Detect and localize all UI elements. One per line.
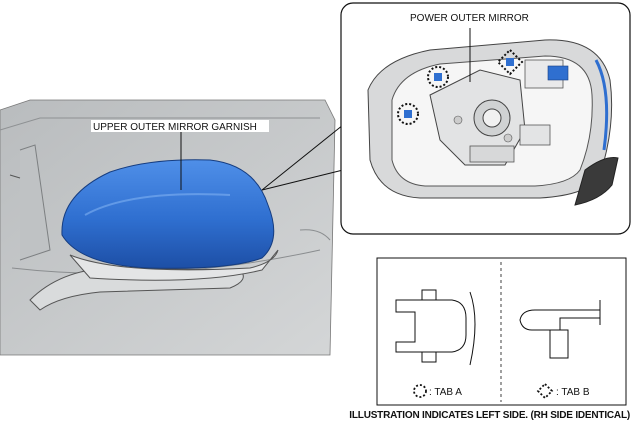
legend-tab-a-text: : TAB A bbox=[429, 387, 462, 398]
callout-lines bbox=[261, 124, 344, 191]
dotted-diamond-icon bbox=[536, 382, 554, 400]
tab-b-marker bbox=[496, 48, 524, 76]
power-outer-mirror-panel bbox=[340, 2, 631, 235]
label-power-outer-mirror: POWER OUTER MIRROR bbox=[410, 13, 529, 24]
tab-a-legend: : TAB A bbox=[413, 384, 462, 398]
dotted-circle-icon bbox=[413, 384, 427, 398]
tab-b-section bbox=[519, 300, 601, 359]
mirror-actuator bbox=[429, 59, 569, 166]
legend-tab-b-text: : TAB B bbox=[556, 387, 590, 398]
tab-a-section bbox=[395, 289, 476, 366]
upper-outer-mirror-garnish bbox=[61, 159, 275, 269]
tab-a-marker bbox=[397, 103, 419, 125]
label-upper-outer-mirror-garnish: UPPER OUTER MIRROR GARNISH bbox=[93, 122, 257, 133]
tab-detail-panel: : TAB A : TAB B bbox=[376, 257, 627, 406]
footnote-caption: ILLUSTRATION INDICATES LEFT SIDE. (RH SI… bbox=[349, 410, 630, 421]
tab-b-legend: : TAB B bbox=[536, 382, 590, 400]
tab-a-marker bbox=[427, 66, 449, 88]
